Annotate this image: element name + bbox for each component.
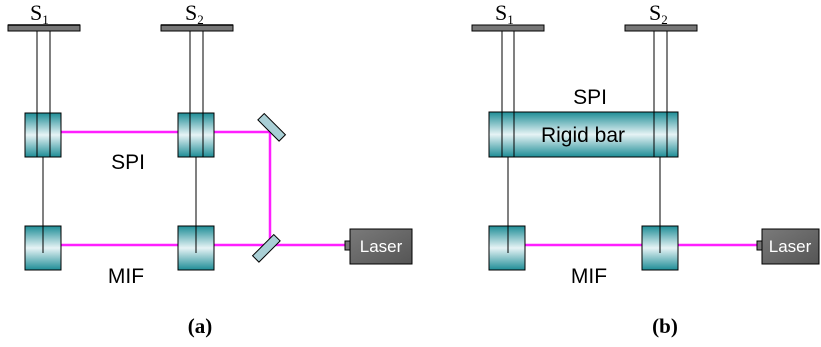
mif-label-b: MIF [571, 265, 607, 288]
source-s1-b-label: S1 [495, 0, 514, 27]
laser-b-label: Laser [769, 237, 812, 256]
spi-block-right-a [177, 112, 215, 158]
mif-block-left-b [488, 225, 526, 271]
mif-label-a: MIF [108, 265, 144, 288]
laser-a-label: Laser [360, 237, 403, 256]
source-s2-b: S2 [624, 0, 698, 32]
rigid-bar-label: Rigid bar [541, 124, 625, 147]
mirror-upper-a [257, 112, 287, 142]
source-s2-a: S2 [160, 0, 234, 32]
mirror-lower-a [251, 233, 281, 263]
source-s1-a-label: S1 [30, 0, 49, 27]
spi-block-left-a [24, 112, 62, 158]
spi-label-a: SPI [111, 151, 145, 174]
source-s1-a: S1 [7, 0, 81, 32]
laser-b: Laser [756, 228, 820, 265]
beam-path-a [61, 130, 350, 247]
panel-a: S1 S2 [7, 0, 413, 338]
caption-a: (a) [188, 314, 213, 338]
caption-b: (b) [652, 314, 678, 338]
source-s2-a-label: S2 [185, 0, 204, 27]
source-s2-b-label: S2 [649, 0, 668, 27]
spi-label-b: SPI [573, 86, 607, 109]
rigid-bar [488, 111, 679, 158]
source-s1-b: S1 [471, 0, 545, 32]
panel-b: S1 S2 Rigid bar SPI [471, 0, 820, 338]
laser-a: Laser [344, 228, 413, 265]
